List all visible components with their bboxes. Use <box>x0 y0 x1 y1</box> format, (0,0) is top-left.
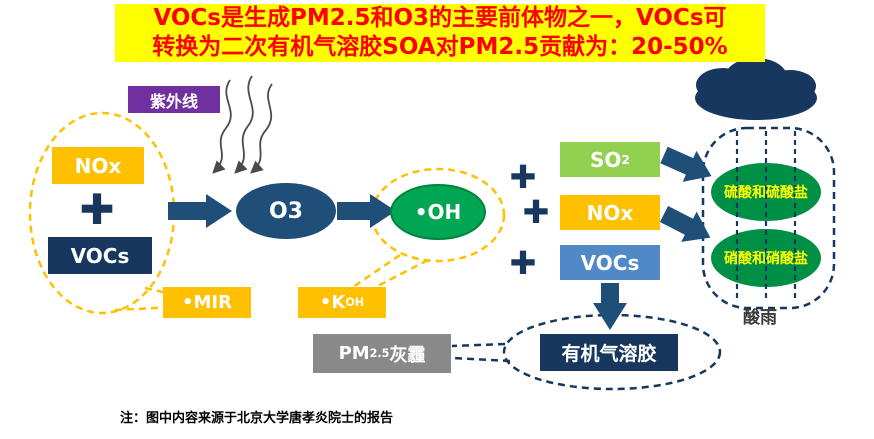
o3-ellipse <box>236 183 336 239</box>
rain-lines-icon <box>735 131 797 299</box>
vocs-right-box: VOCs <box>560 245 660 280</box>
haze-label: 灰霾 <box>389 344 426 366</box>
oh-label: •OH <box>414 200 462 224</box>
title-line-1: VOCs是生成PM2.5和O3的主要前体物之一，VOCs可 <box>153 5 727 31</box>
title-banner: VOCs是生成PM2.5和O3的主要前体物之一，VOCs可 转换为二次有机气溶胶… <box>115 4 765 62</box>
so2-label: SO <box>589 147 622 172</box>
pm25-label: PM <box>338 343 370 364</box>
nox-right-box: NOx <box>560 195 660 230</box>
acid-rain-label: 酸雨 <box>743 307 777 328</box>
acid-rain-zone-outline <box>701 126 836 310</box>
arrow-o3-to-oh <box>337 194 396 228</box>
pm25-subscript: 2.5 <box>369 347 390 360</box>
so2-subscript: 2 <box>621 152 631 167</box>
nitrate-label: 硝酸和硝酸盐 <box>724 251 808 267</box>
title-line-2: 转换为二次有机气溶胶SOA对PM2.5贡献为：20-50% <box>152 34 728 60</box>
sulfate-ellipse <box>711 163 821 221</box>
sulfate-label: 硫酸和硫酸盐 <box>724 185 808 201</box>
vocs-left-box: VOCs <box>48 237 152 274</box>
o3-label: O3 <box>268 198 303 224</box>
plus-left-icon: ✚ <box>79 184 115 234</box>
mir-box: •MIR <box>163 287 251 318</box>
uv-label: 紫外线 <box>128 86 220 113</box>
nox-left-box: NOx <box>52 147 144 184</box>
cloud-icon <box>695 58 817 120</box>
koh-subscript: OH <box>345 296 365 309</box>
uv-rays-icon <box>212 75 273 174</box>
arrow-precursors-to-o3 <box>168 194 232 228</box>
arrow-nox-to-nitrate <box>659 205 711 242</box>
koh-label: •K <box>319 292 346 313</box>
arrow-vocs-to-aerosol <box>593 283 627 330</box>
arrow-so2-to-sulfate <box>660 146 712 182</box>
plus2-icon: ✚ <box>522 193 550 231</box>
source-note: 注：图中内容来源于北京大学唐孝炎院士的报告 <box>120 411 394 426</box>
plus3-icon: ✚ <box>509 244 537 282</box>
plus1-icon: ✚ <box>509 158 537 196</box>
organic-aerosol-box: 有机气溶胶 <box>540 334 678 371</box>
oh-ellipse <box>390 184 486 240</box>
